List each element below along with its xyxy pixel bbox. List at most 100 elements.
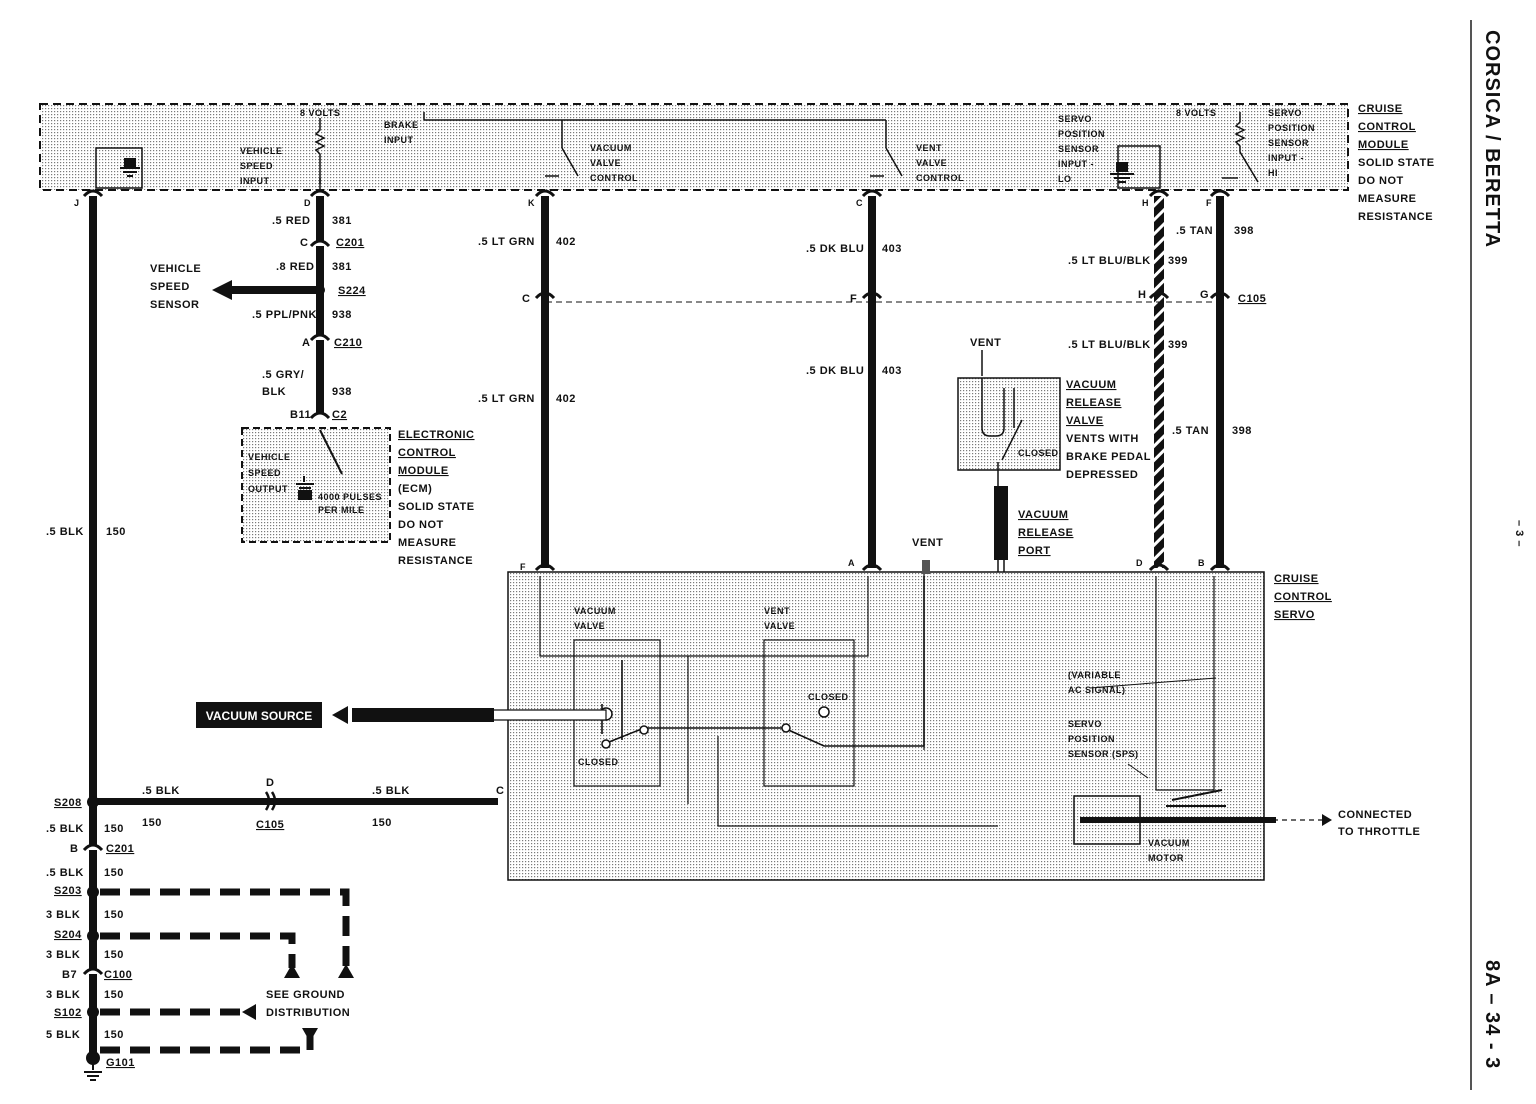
module-brake-input-l1: BRAKE <box>384 120 419 130</box>
ground-wire-150-b: 150 <box>372 817 392 829</box>
vrv-closed-label: CLOSED <box>1018 448 1059 458</box>
wire-label-lt-grn-a: .5 LT GRN <box>478 236 535 248</box>
conn-c2: C2 <box>332 409 347 421</box>
wire-label-gry-blk-2: BLK <box>262 386 286 398</box>
conn-c105-top: C105 <box>1238 293 1266 305</box>
ground-wire-150-a: 150 <box>142 817 162 829</box>
module-title-l2: CONTROL <box>1358 121 1416 133</box>
vent-top-label: VENT <box>970 337 1001 349</box>
module-vss-input-l2: SPEED <box>240 161 273 171</box>
servo-variable-l2: AC SIGNAL) <box>1068 685 1126 695</box>
ground-distribution-l1: SEE GROUND <box>266 989 345 1001</box>
module-volts-left: 8 VOLTS <box>300 108 340 118</box>
module-note-l4: RESISTANCE <box>1358 211 1433 223</box>
wire-label-lt-grn-b: .5 LT GRN <box>478 393 535 405</box>
ecm-pulses-l1: 4000 PULSES <box>318 492 382 502</box>
servo-pin-b: B <box>1198 558 1205 568</box>
ground-wire-5blk: 5 BLK <box>46 1029 80 1041</box>
pin-F: F <box>1206 198 1212 208</box>
module-title-l3: MODULE <box>1358 139 1409 151</box>
wire-num-399-a: 399 <box>1168 255 1188 267</box>
ecm-title-l2: CONTROL <box>398 447 456 459</box>
pin-K: K <box>528 198 535 208</box>
servo-pin-d: D <box>1136 558 1143 568</box>
wire-num-938-b: 938 <box>332 386 352 398</box>
conn-s224: S224 <box>338 285 366 297</box>
wire-label-dk-blu-b: .5 DK BLU <box>806 365 864 377</box>
ground-conn-c105: C105 <box>256 819 284 831</box>
pin-J: J <box>74 198 80 208</box>
module-brake-input-l2: INPUT <box>384 135 414 145</box>
ground-wire-150-f: 150 <box>104 949 124 961</box>
conn-c-left: C <box>300 237 308 249</box>
throttle-label-l2: TO THROTTLE <box>1338 826 1420 838</box>
servo-pin-a: A <box>848 558 855 568</box>
conn-c210: C210 <box>334 337 362 349</box>
ecm-title-l3: MODULE <box>398 465 449 477</box>
vrv-title-l1: VACUUM <box>1066 379 1116 391</box>
ground-wire-3blk-a: 3 BLK <box>46 909 80 921</box>
ground-wire-blk-d: .5 BLK <box>46 867 84 879</box>
ground-s102: S102 <box>54 1007 82 1019</box>
wire-label-lt-blu-blk-a: .5 LT BLU/BLK <box>1068 255 1151 267</box>
throttle-label-l1: CONNECTED <box>1338 809 1412 821</box>
ground-conn-b7: B7 <box>62 969 77 981</box>
side-title: CORSICA / BERETTA <box>1481 30 1503 248</box>
ground-conn-c201: C201 <box>106 843 134 855</box>
wire-num-403-a: 403 <box>882 243 902 255</box>
conn-c-402: C <box>522 293 530 305</box>
wire-label-gry-blk-1: .5 GRY/ <box>262 369 304 381</box>
ecm-pulses-l2: PER MILE <box>318 505 365 515</box>
vrv-note-l3: DEPRESSED <box>1066 469 1138 481</box>
servo-vent-valve-l2: VALVE <box>764 621 795 631</box>
cruise-control-servo <box>507 560 1276 881</box>
servo-pin-c: C <box>496 785 504 797</box>
ground-conn-d: D <box>266 777 274 789</box>
pin-D: D <box>304 198 311 208</box>
wire-num-398-a: 398 <box>1234 225 1254 237</box>
ground-wire-blk-c: .5 BLK <box>46 823 84 835</box>
vrv-note-l2: BRAKE PEDAL <box>1066 451 1151 463</box>
module-vacuum-control-l1: VACUUM <box>590 143 632 153</box>
servo-pin-f: F <box>520 562 526 572</box>
module-vent-control-l1: VENT <box>916 143 942 153</box>
conn-c201-top: C201 <box>336 237 364 249</box>
conn-a-c210: A <box>302 337 310 349</box>
ground-circuit <box>82 791 498 1081</box>
vrv-port-l2: RELEASE <box>1018 527 1073 539</box>
servo-closed-left: CLOSED <box>578 757 619 767</box>
wire-label-red-381-b: .8 RED <box>276 261 314 273</box>
module-sps-lo-l2: POSITION <box>1058 129 1105 139</box>
wire-label-tan-b: .5 TAN <box>1172 425 1209 437</box>
module-sps-hi-l3: SENSOR <box>1268 138 1309 148</box>
ground-g101: G101 <box>106 1057 135 1069</box>
module-vacuum-control-l2: VALVE <box>590 158 621 168</box>
wire-label-lt-blu-blk-b: .5 LT BLU/BLK <box>1068 339 1151 351</box>
conn-f-403: F <box>850 293 857 305</box>
ecm-module <box>241 427 391 543</box>
wire-label-blk-150: .5 BLK <box>46 526 84 538</box>
module-note-l3: MEASURE <box>1358 193 1417 205</box>
wire-num-150: 150 <box>106 526 126 538</box>
servo-vent-label: VENT <box>912 537 943 549</box>
ground-wire-blk-b: .5 BLK <box>372 785 410 797</box>
vrv-port-l1: VACUUM <box>1018 509 1068 521</box>
wire-label-dk-blu-a: .5 DK BLU <box>806 243 864 255</box>
ecm-title-l4: (ECM) <box>398 483 432 495</box>
vrv-title-l3: VALVE <box>1066 415 1104 427</box>
wire-num-398-b: 398 <box>1232 425 1252 437</box>
wire-circuit-403 <box>861 189 883 572</box>
module-vss-input-l3: INPUT <box>240 176 270 186</box>
servo-title-l1: CRUISE <box>1274 573 1319 585</box>
vss-label-l3: SENSOR <box>150 299 199 311</box>
ground-wire-3blk-c: 3 BLK <box>46 989 80 1001</box>
module-sps-lo-l4: INPUT - <box>1058 159 1094 169</box>
module-sps-hi-l1: SERVO <box>1268 108 1302 118</box>
ground-wire-150-e: 150 <box>104 909 124 921</box>
servo-vent-valve-l1: VENT <box>764 606 790 616</box>
ecm-title-l1: ELECTRONIC <box>398 429 475 441</box>
vrv-note-l1: VENTS WITH <box>1066 433 1139 445</box>
servo-title-l2: CONTROL <box>1274 591 1332 603</box>
conn-g-398: G <box>1200 289 1209 301</box>
